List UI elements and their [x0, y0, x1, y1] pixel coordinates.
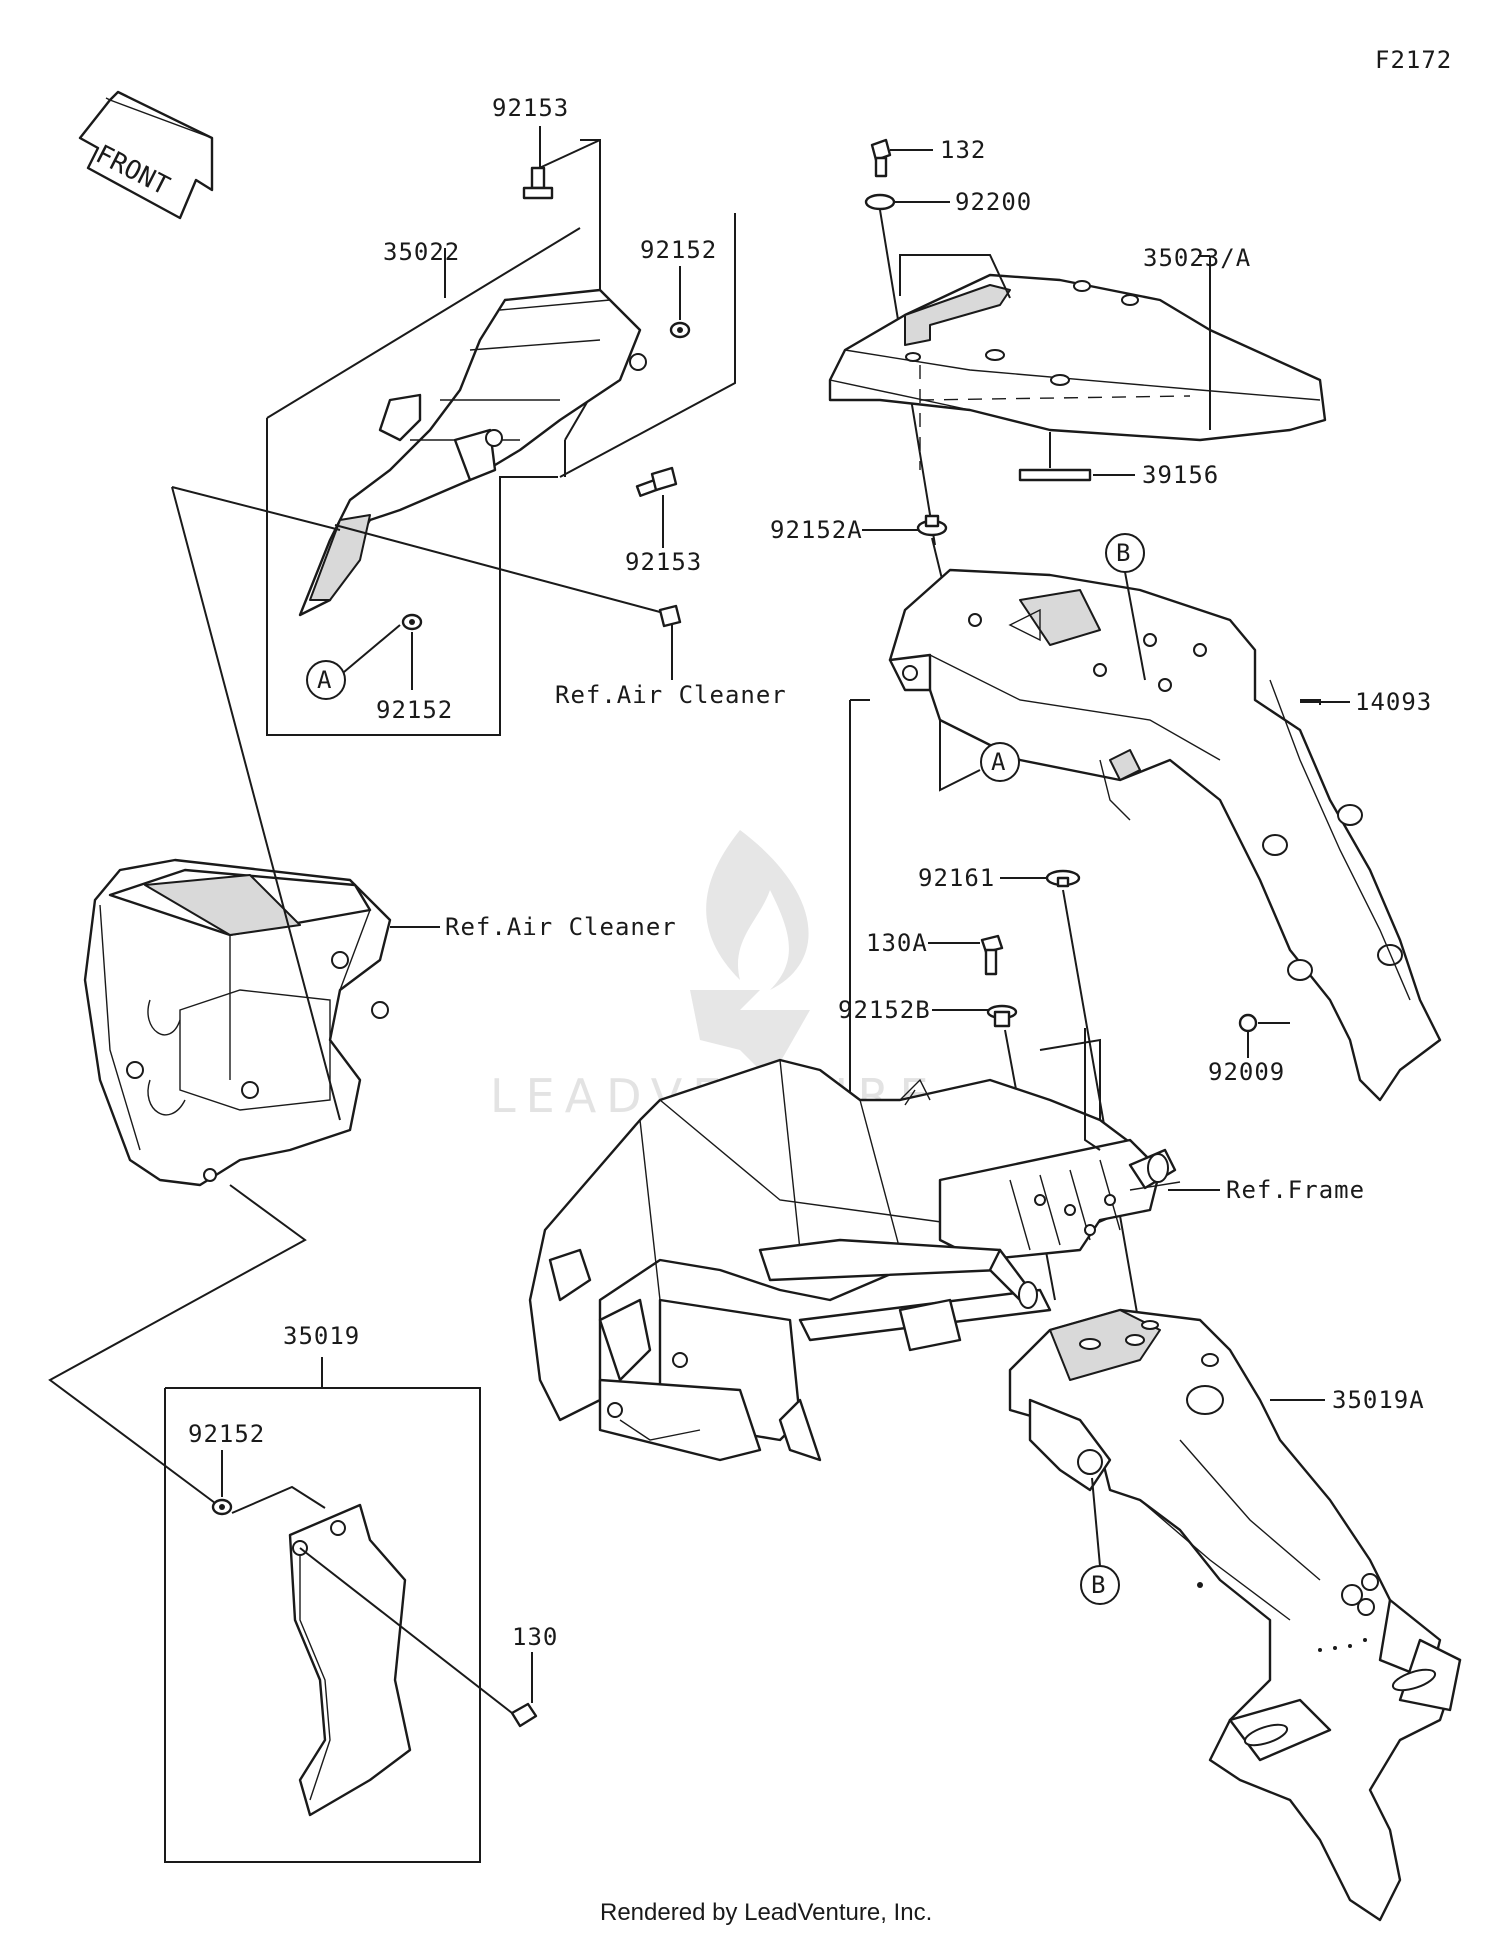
- callout-a-right: [980, 742, 1020, 782]
- leadventure-watermark-logo: [690, 830, 810, 1080]
- bolt-130: [510, 1702, 538, 1728]
- tail-mudguard-35019a: [1008, 1308, 1462, 1922]
- screw-92009: [1238, 1013, 1258, 1033]
- label-92152a: 92152A: [770, 516, 863, 544]
- group-35022-frame: [266, 139, 736, 736]
- rear-subframe-14093: [888, 568, 1442, 1102]
- callout-a-left-label: A: [317, 666, 332, 694]
- label-35019: 35019: [283, 1322, 360, 1350]
- label-ref-frame: Ref.Frame: [1226, 1176, 1365, 1204]
- callout-b-lower-label: B: [1091, 1571, 1106, 1599]
- label-130a: 130A: [866, 929, 928, 957]
- rear-inner-fender-35022: [298, 288, 647, 617]
- label-92153-mid: 92153: [625, 548, 702, 576]
- grommet-92161: [1045, 869, 1081, 888]
- nut-92152-top: [669, 321, 691, 339]
- collar-92152b: [986, 1004, 1018, 1028]
- nut-92152-low: [211, 1498, 233, 1516]
- label-92009: 92009: [1208, 1058, 1285, 1086]
- label-132: 132: [940, 136, 986, 164]
- label-35022: 35022: [383, 238, 460, 266]
- label-14093: 14093: [1355, 688, 1432, 716]
- label-35023a: 35023/A: [1143, 244, 1251, 272]
- label-39156: 39156: [1142, 461, 1219, 489]
- bolt-130a: [980, 934, 1004, 976]
- bolt-ref-air-cleaner: [658, 604, 682, 628]
- bolt-92153-top: [522, 166, 554, 200]
- callout-a-left: [306, 660, 346, 700]
- seat-cowl-35023a: [828, 273, 1327, 442]
- nut-92152-left: [401, 613, 423, 631]
- main-frame: [528, 1058, 1181, 1462]
- diagram-code: F2172: [1375, 46, 1452, 74]
- front-arrow-icon: FRONT: [78, 90, 214, 220]
- label-35019a: 35019A: [1332, 1386, 1425, 1414]
- group-35019-frame: [164, 1387, 481, 1863]
- label-ref-air-cleaner-2: Ref.Air Cleaner: [445, 913, 677, 941]
- callout-b-upper-label: B: [1116, 539, 1131, 567]
- label-92161: 92161: [918, 864, 995, 892]
- washer-92152a: [916, 514, 948, 537]
- bolt-132: [870, 138, 892, 178]
- footer-credit: Rendered by LeadVenture, Inc.: [600, 1899, 932, 1926]
- label-92200: 92200: [955, 188, 1032, 216]
- label-130: 130: [512, 1623, 558, 1651]
- label-92152-low: 92152: [188, 1420, 265, 1448]
- air-cleaner-housing: [83, 858, 392, 1187]
- label-92153-top: 92153: [492, 94, 569, 122]
- label-92152-left: 92152: [376, 696, 453, 724]
- sticker-39156: [1018, 468, 1092, 482]
- label-92152b: 92152B: [838, 996, 931, 1024]
- label-92152-top: 92152: [640, 236, 717, 264]
- mudguard-35019: [288, 1503, 412, 1817]
- bolt-92153-mid: [635, 466, 678, 498]
- washer-92200: [864, 193, 896, 211]
- callout-a-right-label: A: [991, 748, 1006, 776]
- label-ref-air-cleaner-1: Ref.Air Cleaner: [555, 681, 787, 709]
